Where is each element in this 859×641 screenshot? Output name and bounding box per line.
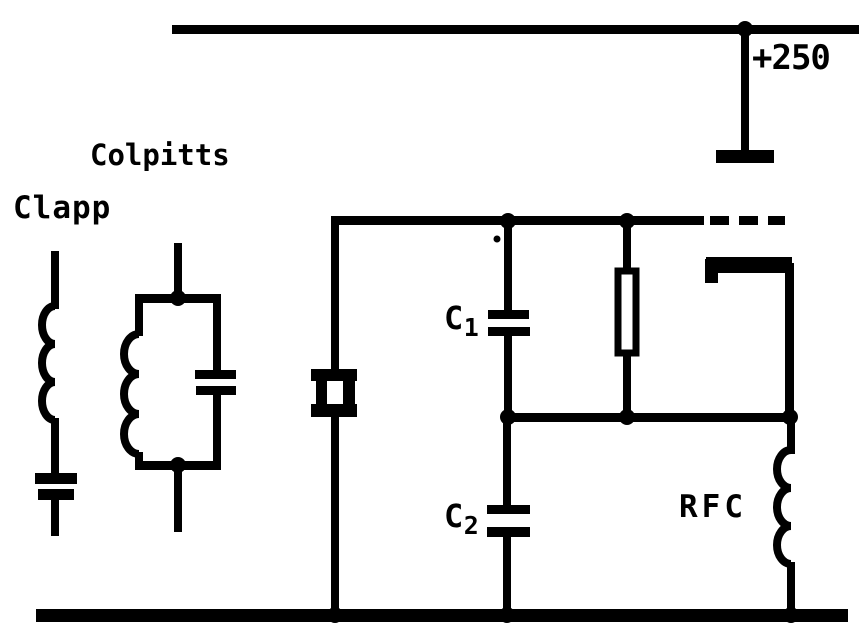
wire-segment: [213, 394, 221, 464]
wire-segment: [174, 243, 182, 300]
c1-subscript: 1: [463, 313, 479, 343]
colpitts-tank: [120, 243, 236, 532]
inductor-coil: [773, 446, 792, 568]
ground-rail: [36, 609, 848, 622]
grid-resistor-branch: [614, 213, 640, 425]
wire-segment: [135, 301, 143, 336]
c2-label: C2: [444, 497, 479, 538]
wire-segment: [504, 413, 796, 422]
capacitor-plate: [196, 386, 236, 395]
junction-dot: [783, 607, 799, 623]
wire-segment: [172, 25, 859, 34]
capacitor-plate: [487, 505, 530, 514]
wire-segment: [504, 336, 512, 418]
cathode-hook: [705, 259, 718, 283]
junction-dot: [619, 409, 635, 425]
colpitts-label: Colpitts: [90, 138, 230, 172]
capacitor-c2-branch: [487, 420, 530, 623]
wire-segment: [331, 216, 704, 225]
capacitor-c1-branch: [488, 213, 530, 425]
capacitor-plate: [35, 473, 77, 484]
crystal-plate: [311, 369, 357, 381]
feedback-node-wire: [504, 413, 796, 422]
c1-label: C1: [444, 299, 479, 340]
wire-segment: [51, 500, 59, 536]
wire-segment: [787, 418, 795, 454]
inductor-coil: [120, 330, 140, 458]
junction-dot: [170, 290, 186, 306]
dash-segment: [739, 216, 758, 225]
crystal-branch: [311, 221, 357, 623]
capacitor-plate: [38, 489, 74, 500]
rfc-choke-branch: [773, 418, 799, 623]
capacitor-plate: [488, 310, 529, 319]
crystal-plate: [311, 404, 357, 417]
supply-tap-branch: [716, 21, 774, 163]
junction-dot: [499, 607, 515, 623]
supply-voltage-label: +250: [752, 38, 831, 78]
cathode-bar: [706, 257, 792, 273]
wire-segment: [741, 31, 749, 153]
c2-subscript: 2: [463, 511, 479, 541]
c1-symbol: C: [444, 299, 464, 337]
cathode-element: [705, 257, 798, 425]
rfc-label: RFC: [679, 489, 747, 525]
clapp-label: Clapp: [13, 190, 112, 226]
wire-segment: [135, 452, 143, 464]
supply-rail: [172, 25, 859, 34]
terminal-bar: [716, 150, 774, 163]
grid-wire: [331, 216, 785, 225]
inductor-coil: [38, 302, 56, 424]
capacitor-plate: [487, 527, 530, 537]
wire-segment: [331, 417, 339, 613]
capacitor-plate: [488, 327, 530, 336]
wire-segment: [213, 301, 221, 372]
junction-dot: [327, 607, 343, 623]
wire-segment: [623, 356, 631, 418]
capacitor-plate: [195, 370, 236, 379]
wire-segment: [504, 223, 512, 312]
wire-segment: [785, 263, 794, 418]
resistor-body: [614, 267, 640, 357]
wire-segment: [503, 420, 511, 508]
wire-segment: [51, 251, 59, 309]
clapp-tank: [35, 251, 77, 536]
wire-segment: [503, 537, 511, 612]
wire-segment: [51, 418, 59, 476]
wire-segment: [787, 562, 795, 613]
wire-segment: [174, 468, 182, 532]
wire-segment: [623, 223, 631, 269]
wire-segment: [331, 221, 339, 372]
crystal-body-side: [343, 381, 355, 405]
crystal-body-side: [316, 381, 327, 405]
wire-segment: [36, 609, 848, 622]
dash-segment: [710, 216, 729, 225]
c2-symbol: C: [444, 497, 464, 535]
ink-speck: [493, 235, 501, 243]
dash-segment: [768, 216, 785, 225]
